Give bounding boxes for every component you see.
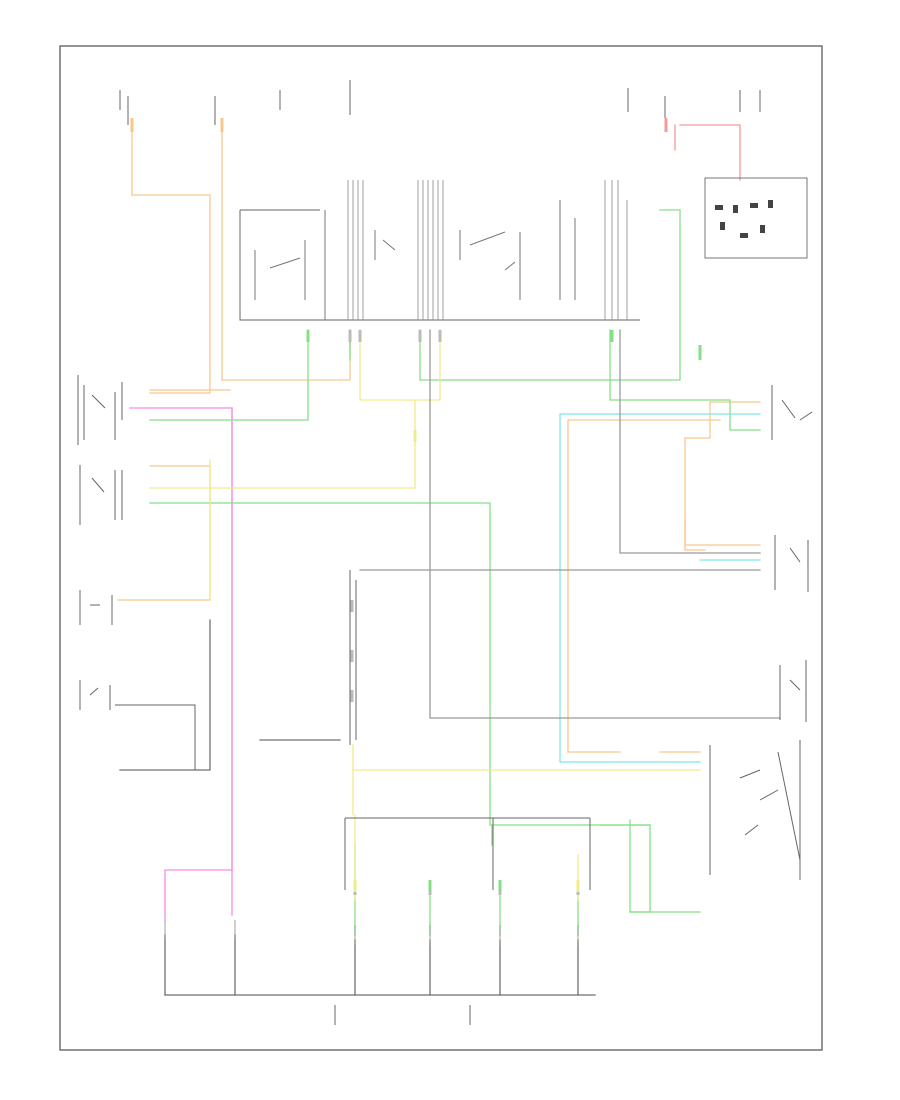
wire-gray-2 <box>619 329 761 554</box>
wire-green-5 <box>609 329 761 431</box>
wire-cyan-1 <box>559 413 761 763</box>
lower-fuse-pins <box>353 885 580 895</box>
headlight-switch-block <box>239 209 640 321</box>
wire-yellow-1 <box>149 439 416 489</box>
tail-lamp-left-lower <box>79 465 123 525</box>
lower-fuse-panel <box>344 817 591 890</box>
wire-green-2 <box>149 502 651 913</box>
relay-box-upper-right <box>704 177 808 259</box>
wire-gray-1 <box>429 329 781 719</box>
wire-yellow-3 <box>414 329 441 401</box>
wire-orange-2 <box>221 129 351 381</box>
fuse-panel-left <box>119 80 351 125</box>
wire-orange-7 <box>567 419 721 753</box>
central-fuse-panel <box>349 570 357 745</box>
dimmer-switch-inner <box>374 200 576 300</box>
relay-pins <box>715 200 773 238</box>
headlight-dimmer-switch <box>709 740 801 880</box>
wire-green-7 <box>629 819 701 913</box>
wires <box>117 124 781 996</box>
right-switch-mid <box>779 660 807 722</box>
wire-orange-6 <box>684 401 711 551</box>
wire-salmon-1 <box>679 124 741 181</box>
wire-orange-9 <box>684 519 761 546</box>
components <box>77 80 813 1025</box>
dimmer-right-lower <box>774 535 809 592</box>
wire-pink-2 <box>164 407 233 921</box>
wire-green-1 <box>149 329 309 421</box>
left-switch-b <box>79 680 196 770</box>
wire-green-4 <box>419 209 681 381</box>
left-switch-a <box>79 590 113 625</box>
wire-orange-4 <box>117 465 211 601</box>
connector-pins <box>130 118 702 892</box>
fuse-panel-right <box>627 88 761 128</box>
headlight-switch-inner <box>254 210 326 320</box>
bottom-lamps <box>164 920 579 945</box>
dimmer-right-upper <box>771 385 813 440</box>
diagram-frame <box>59 45 823 1051</box>
ground-marks <box>334 1005 471 1025</box>
wire-pink-1 <box>149 407 233 916</box>
wire-orange-1 <box>131 129 211 394</box>
wire-gray-12 <box>119 619 211 771</box>
connector-bundle-1 <box>347 180 628 320</box>
tail-lamp-left-upper <box>77 375 123 445</box>
wire-yellow-2 <box>359 329 416 441</box>
